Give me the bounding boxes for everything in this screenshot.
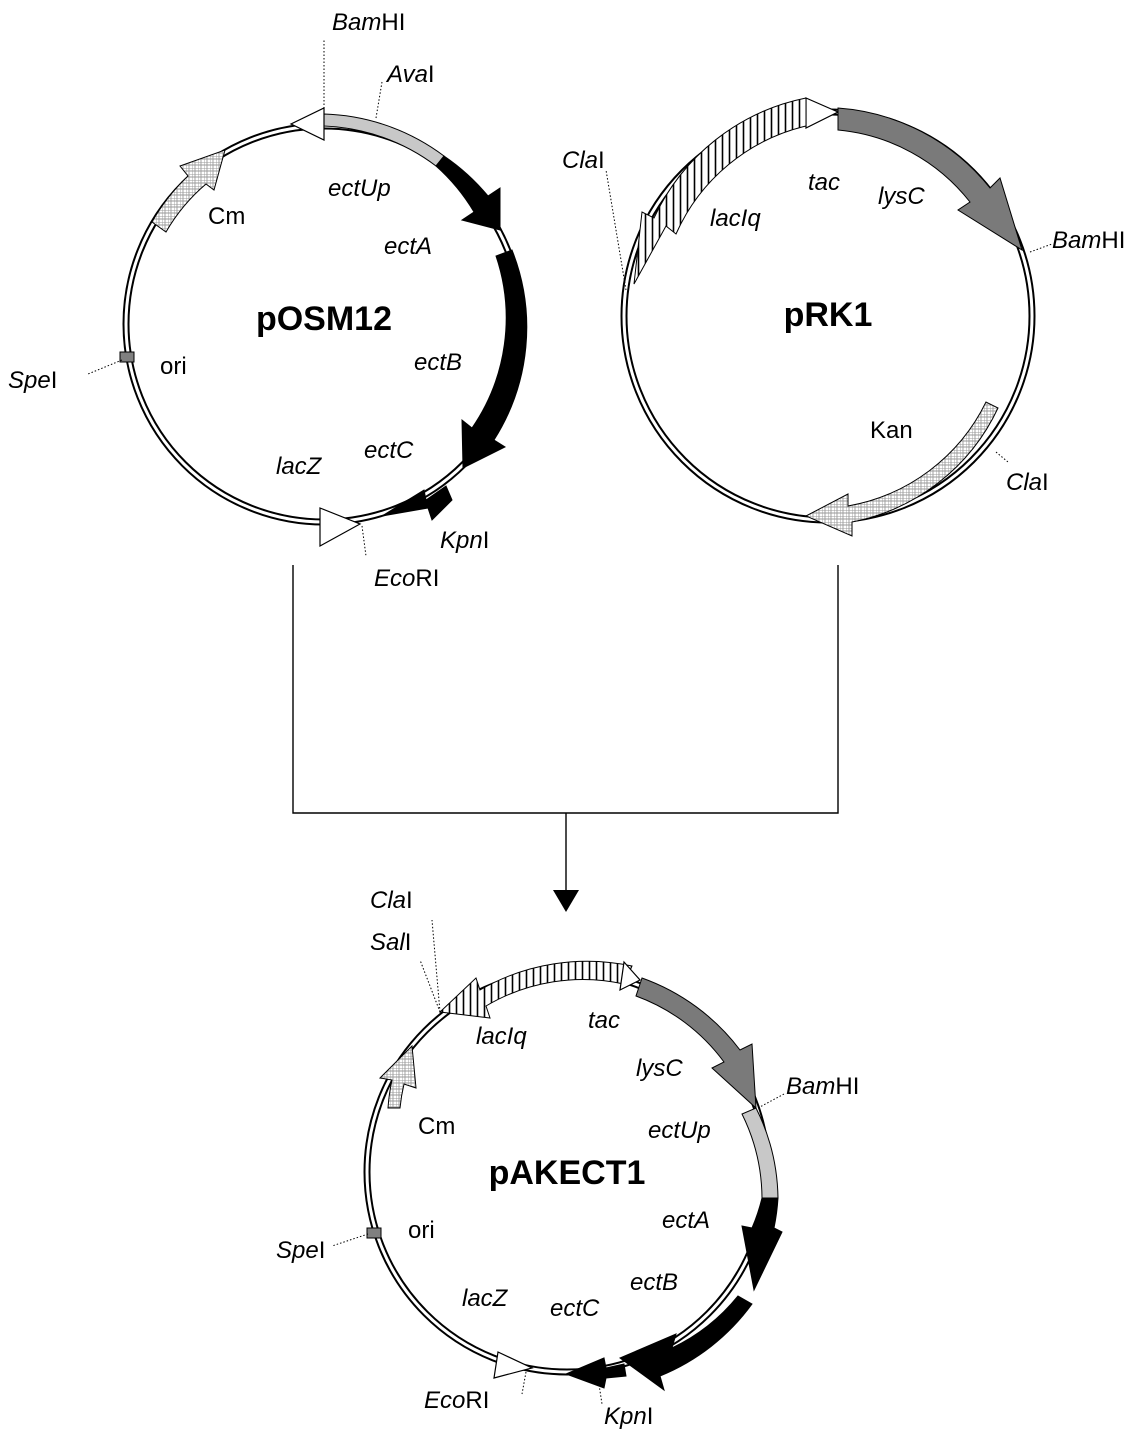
pakect1-lysc-arrow [635,977,757,1110]
pakect1-ecori-site: EcoRI [424,1387,489,1414]
pakect1-cm-label: Cm [418,1113,455,1140]
posm12-ori-label: ori [160,353,187,380]
pakect1-tac-label: tac [588,1007,620,1034]
pakect1-ectc-label: ectC [550,1295,600,1322]
posm12-promoter-top [289,107,325,141]
pakect1-lysc-label: lysC [636,1055,683,1082]
plasmid-prk1: pRK1 tac lysC lacIq Kan ClaI BamHI ClaI [562,97,1125,537]
posm12-lacz-promoter [319,507,362,548]
pakect1-bamhi-site: BamHI [786,1073,859,1100]
pakect1-ectb-arrow [618,1295,753,1392]
posm12-lacz-label: lacZ [276,453,323,480]
posm12-kpni-site: KpnI [440,527,489,554]
pakect1-spei-site: SpeI [276,1237,325,1264]
pakect1-title: pAKECT1 [489,1154,646,1192]
pakect1-tac-promoter [619,960,641,992]
posm12-ecta-label: ectA [384,233,432,260]
plasmid-posm12: pOSM12 ectUp ectA ectB ectC lacZ ori Cm … [8,9,528,592]
pakect1-ori-label: ori [408,1217,435,1244]
posm12-ectb-arrow [461,249,528,469]
prk1-tac-promoter [805,97,840,129]
pakect1-kpni-site: KpnI [604,1403,653,1430]
pakect1-ori-marker [366,1227,382,1239]
prk1-kan-label: Kan [870,417,913,444]
posm12-aval-site: AvaI [385,61,435,88]
connector-arrow-head [553,890,579,912]
pakect1-sali-site: SalI [370,929,411,956]
pakect1-lacz-label: lacZ [462,1285,509,1312]
prk1-tac-label: tac [808,169,840,196]
pakect1-ectup-label: ectUp [648,1117,711,1144]
posm12-title: pOSM12 [256,300,392,338]
posm12-ectup-region [323,113,445,167]
pakect1-cm-arrow [378,1044,417,1109]
prk1-bamhi-site: BamHI [1052,227,1125,254]
pakect1-ectup-region [741,1107,779,1199]
pakect1-laclq-arrow [438,960,633,1019]
prk1-laclq-arrow [633,97,807,285]
prk1-laclq-label: lacIq [710,205,761,232]
pakect1-lacz-promoter [493,1351,534,1379]
posm12-ori-marker [119,351,135,363]
posm12-ectup-label: ectUp [328,175,391,202]
prk1-kan-arrow [804,401,999,537]
posm12-ecta-arrow [435,155,501,231]
prk1-clai-site-bottom: ClaI [1006,469,1049,496]
prk1-clai-site-top: ClaI [562,147,605,174]
posm12-bamhi-site: BamHI [332,9,405,36]
pakect1-clai-site: ClaI [370,887,413,914]
pakect1-ecta-label: ectA [662,1207,710,1234]
prk1-lysc-label: lysC [878,183,925,210]
ligation-connector [292,565,839,912]
pakect1-ectb-label: ectB [630,1269,678,1296]
posm12-ectc-label: ectC [364,437,414,464]
prk1-lysc-arrow [837,107,1023,252]
posm12-spei-site: SpeI [8,367,57,394]
pakect1-ecta-arrow [741,1197,783,1292]
posm12-ecori-site: EcoRI [374,565,439,592]
pakect1-ectc-arrow [564,1357,627,1389]
posm12-cm-label: Cm [208,203,245,230]
posm12-cm-arrow [151,149,226,233]
connector-bracket [292,565,839,814]
prk1-title: pRK1 [784,296,873,334]
plasmid-pakect1: pAKECT1 lacIq tac lysC ectUp ectA ectB e… [276,887,859,1430]
pakect1-laclq-label: lacIq [476,1023,527,1050]
posm12-ectb-label: ectB [414,349,462,376]
posm12-ectc-arrow [381,485,453,521]
